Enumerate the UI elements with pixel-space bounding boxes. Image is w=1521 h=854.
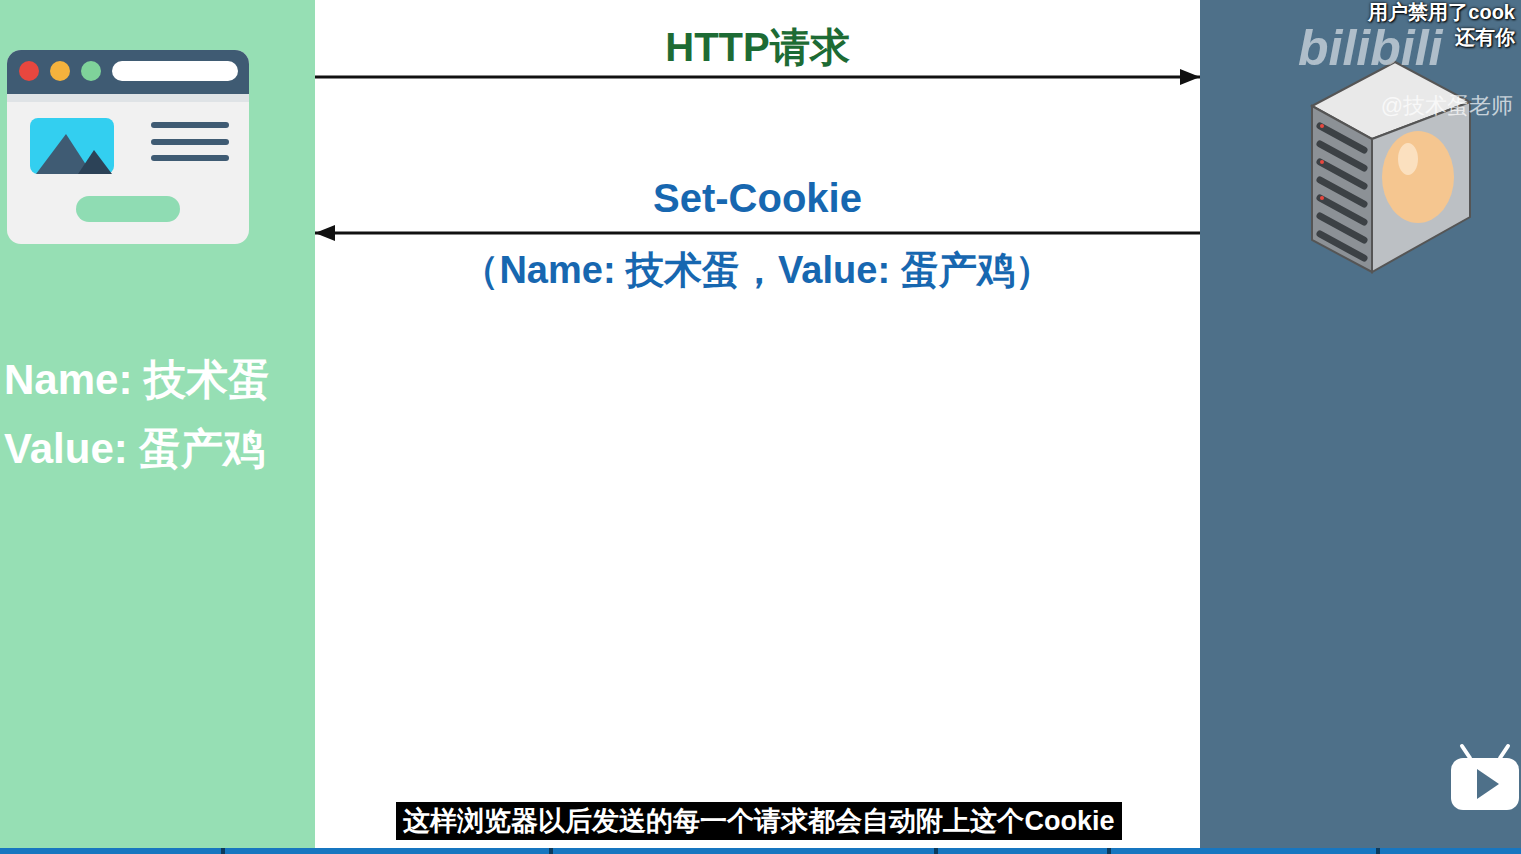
arrow-label: Set-Cookie [653, 174, 862, 222]
cookie-value: Value: 蛋产鸡 [4, 424, 265, 474]
subtitle: 这样浏览器以后发送的每一个请求都会自动附上这个Cookie [396, 802, 1121, 840]
browser-icon [7, 50, 249, 244]
progress-bar [0, 848, 1521, 854]
watermark: @技术蛋老师 [1381, 93, 1513, 119]
arrow-connector [315, 76, 1200, 79]
browser-panel: Name: 技术蛋 Value: 蛋产鸡 [0, 0, 315, 854]
browser-ground [0, 0, 315, 854]
watermark: bilibili [1298, 18, 1442, 78]
danmaku-comment: 还有你 [1455, 25, 1515, 49]
arrow-connector [315, 232, 1200, 235]
arrow-label: HTTP请求 [665, 23, 849, 71]
cookie-pair: （Name: 技术蛋，Value: 蛋产鸡） [461, 248, 1052, 294]
server-panel: 用户禁用了cook还有你 [1200, 0, 1521, 854]
cookie-name: Name: 技术蛋 [4, 355, 270, 405]
server-ground [1200, 0, 1521, 854]
player-icon [1451, 746, 1519, 810]
